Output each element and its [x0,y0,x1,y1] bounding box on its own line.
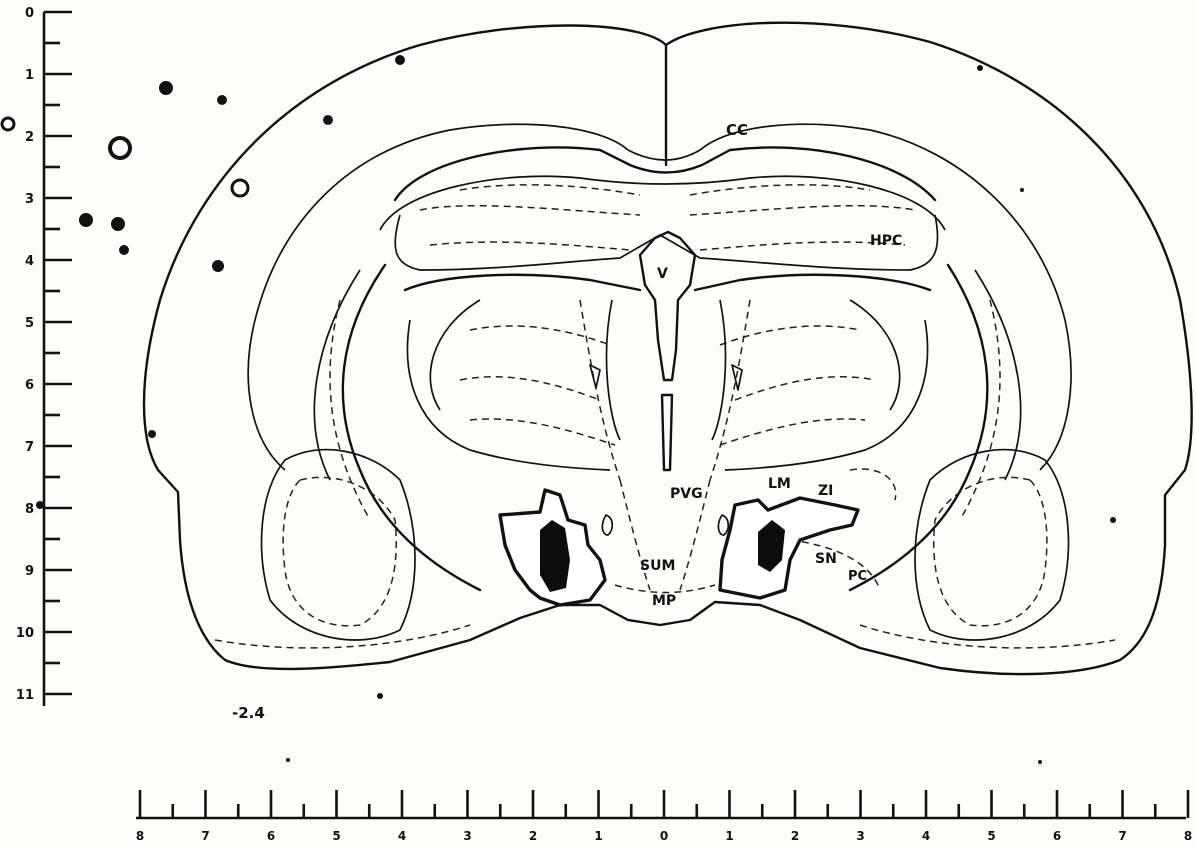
vertical-scale-bar: 0 1 2 3 4 5 6 7 8 9 10 11 [16,6,72,706]
hscale-tick-label: 7 [201,829,209,843]
vscale-tick-label: 0 [25,6,34,21]
region-label-v: V [657,266,668,282]
lesion-left [500,490,605,605]
hscale-tick-label: 8 [1184,829,1192,843]
horizontal-scale-bar: 8 7 6 5 4 3 2 1 0 1 2 3 4 5 6 7 8 [136,790,1192,843]
region-label-zi: ZI [818,483,833,499]
hscale-tick-label: 6 [267,829,275,843]
hscale-tick-label: 1 [725,829,733,843]
hscale-tick-label: 3 [856,829,864,843]
scan-artifacts [36,55,1116,764]
region-label-sn: SN [815,551,837,567]
region-label-sum: SUM [640,558,675,574]
region-label-lm: LM [768,476,791,492]
lesion-right [720,498,858,598]
vscale-tick-label: 2 [25,130,34,145]
hscale-tick-label: 5 [332,829,340,843]
hscale-tick-label: 4 [922,829,930,843]
vscale-tick-label: 8 [25,502,34,517]
hscale-tick-label: 3 [463,829,471,843]
internal-capsule [314,265,1020,590]
region-label-mp: MP [652,593,676,609]
hscale-tick-label: 8 [136,829,144,843]
hscale-tick-label: 5 [987,829,995,843]
section-level-label: -2.4 [232,704,265,722]
vscale-tick-label: 5 [25,316,34,331]
vscale-tick-label: 4 [25,254,34,269]
hscale-tick-label: 4 [398,829,406,843]
hscale-tick-label: 7 [1118,829,1126,843]
vscale-tick-label: 6 [25,378,34,393]
region-label-pc: PC [848,569,867,584]
scan-rings [2,118,248,196]
hscale-tick-label: 2 [529,829,537,843]
vscale-tick-label: 7 [25,440,34,455]
hippocampus [395,185,937,270]
hscale-tick-label: 1 [594,829,602,843]
region-label-cc: CC [726,121,748,139]
vscale-tick-label: 9 [25,564,34,579]
region-label-pvg: PVG [670,486,703,502]
thalamus [405,275,930,480]
hscale-tick-label: 6 [1053,829,1061,843]
vscale-tick-label: 1 [25,68,34,83]
brain-outline [144,23,1192,674]
vscale-tick-label: 3 [25,192,34,207]
vscale-tick-label: 10 [16,626,34,641]
hscale-tick-label: 2 [791,829,799,843]
region-label-hpc: HPC [870,233,902,249]
vscale-tick-label: 11 [16,688,34,703]
hscale-tick-label: 0 [660,829,668,843]
